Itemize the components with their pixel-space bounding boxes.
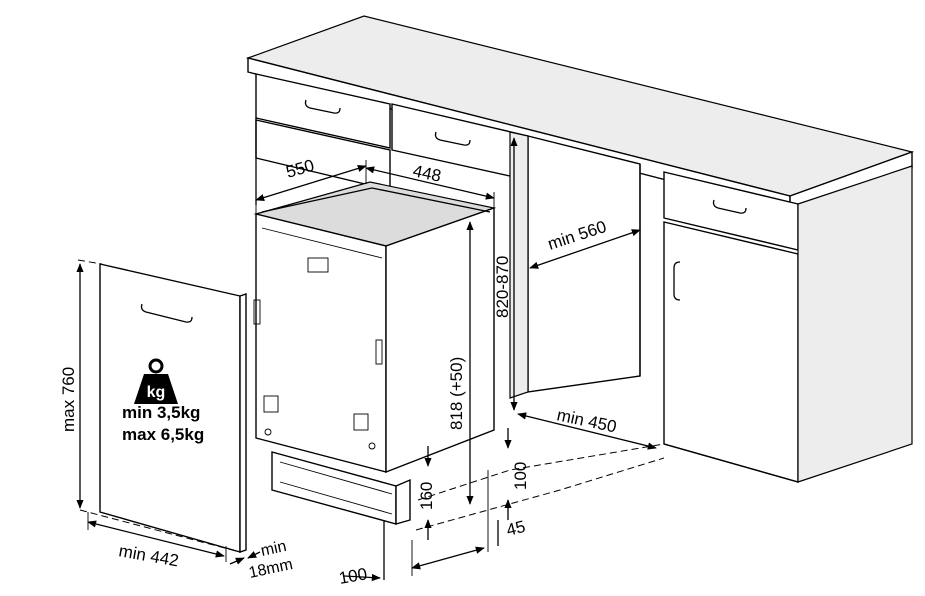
door-thickness-min-label: min [259, 538, 288, 560]
dishwasher-front [255, 213, 387, 473]
door-edge [239, 293, 247, 553]
dishwasher-appliance [253, 181, 497, 525]
door-thickness-value-label: 18mm [247, 556, 294, 582]
appliance-height-label: 818 (+50) [447, 357, 466, 430]
right-cabinet [663, 165, 913, 483]
door-handle [140, 303, 193, 323]
plinth-offset-label: 45 [504, 517, 527, 540]
plinth-height-label: 160 [417, 482, 436, 510]
plinth-gap-label: 100 [511, 462, 530, 490]
door-height-label: max 760 [59, 367, 78, 432]
plinth-depth-label: 100 [337, 564, 368, 588]
max-weight-label: max 6,5kg [122, 425, 204, 444]
niche-cabinet [509, 131, 641, 399]
door-width-label: min 442 [117, 541, 180, 570]
niche-width-label: min 450 [555, 405, 618, 436]
cabinet-height-label: 820-870 [493, 256, 512, 318]
width-label: 448 [411, 161, 443, 185]
min-weight-label: min 3,5kg [122, 403, 200, 422]
door-panel: kg min 3,5kg max 6,5kg [99, 263, 247, 553]
dimension-lines [76, 137, 665, 582]
dishwasher-side [385, 207, 495, 474]
kitchen-counter [245, 15, 915, 483]
weight-icon-label: kg [147, 384, 166, 401]
dishwasher-front-handle [307, 257, 329, 273]
weight-icon: kg [134, 358, 178, 404]
